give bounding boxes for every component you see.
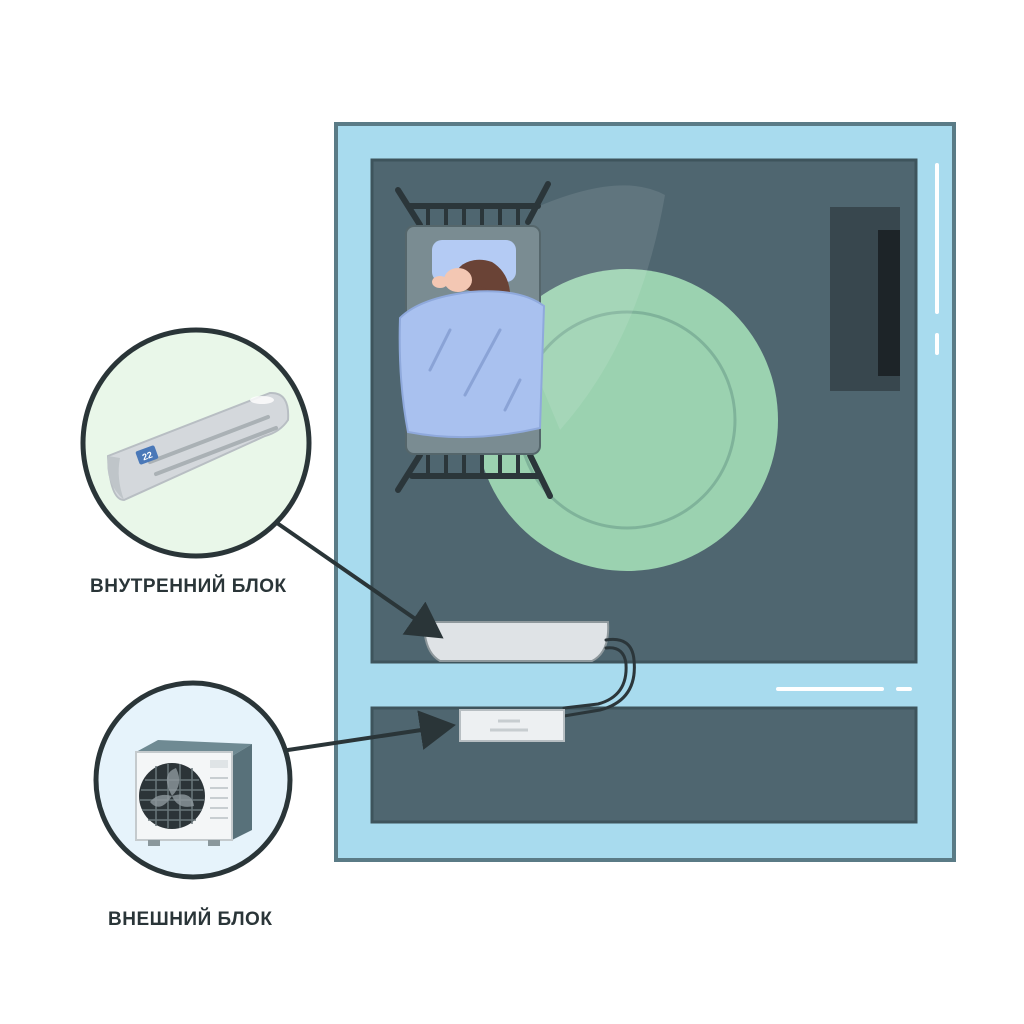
indoor-unit-closeup: 22 [106,391,290,502]
ac-display-value: 22 [141,450,154,463]
outdoor-unit-callout [93,680,293,880]
person-sleeping-icon [432,259,510,292]
indoor-unit-icon [422,621,610,662]
balcony-floor [370,706,918,824]
refrigerant-pipes [562,637,636,718]
ac-display [135,445,159,465]
outdoor-unit-in-room [459,709,565,742]
arrow-icon [275,521,444,639]
tv-icon [830,207,900,391]
outdoor-unit-label: ВНЕШНИЙ БЛОК [108,909,273,930]
fan-icon [139,763,205,829]
blanket [398,290,546,439]
indoor-unit-label: ВНУТРЕННИЙ БЛОК [90,576,287,597]
indoor-unit-callout: 22 [80,327,312,559]
outdoor-unit-closeup [135,740,252,846]
arrow-icon [286,710,456,752]
